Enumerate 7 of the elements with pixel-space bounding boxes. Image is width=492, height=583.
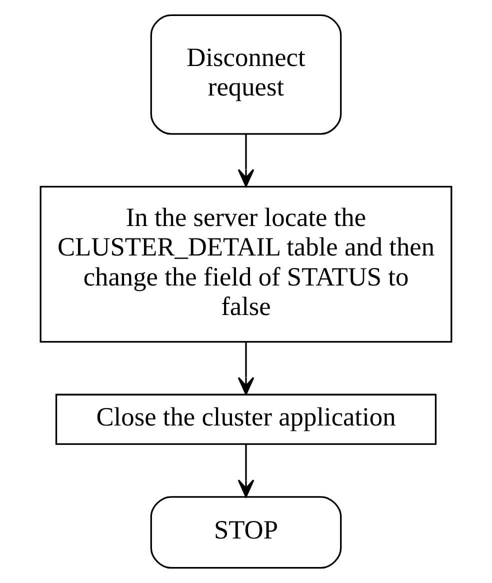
arrow xyxy=(238,134,254,187)
node-box: In the server locate the CLUSTER_DETAIL table and then change the field of STATUS to false xyxy=(40,186,452,343)
node-box: Close the cluster application xyxy=(55,394,437,445)
arrow xyxy=(238,444,254,498)
node-box: Disconnect request xyxy=(150,14,342,135)
arrow xyxy=(238,342,254,395)
node-box: STOP xyxy=(150,496,342,569)
